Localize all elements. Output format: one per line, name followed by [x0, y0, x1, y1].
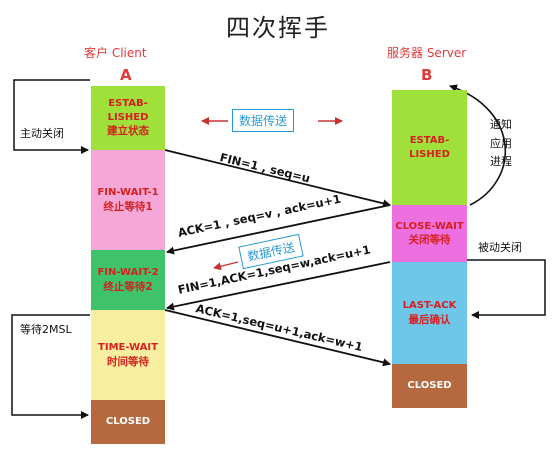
server-state-established: ESTAB- LISHED — [392, 90, 467, 205]
msg-arrow-fin1 — [164, 149, 391, 208]
server-state-closed: CLOSED — [392, 364, 467, 408]
notify-app-note: 通知 应用 进程 — [490, 118, 512, 169]
client-letter: A — [120, 66, 132, 84]
client-state-fin-wait-2: FIN-WAIT-2 终止等待2 — [91, 250, 165, 310]
msg-arrow-ack1 — [166, 204, 391, 255]
client-label: 客户 Client — [84, 46, 147, 60]
data-transfer-box-top: 数据传送 — [232, 109, 295, 132]
passive-close-note: 被动关闭 — [478, 241, 522, 254]
client-state-fin-wait-1: FIN-WAIT-1 终止等待1 — [91, 150, 165, 250]
wait-2msl-note: 等待2MSL — [20, 323, 72, 336]
active-close-loop — [13, 79, 90, 154]
diagram-title: 四次挥手 — [226, 14, 330, 42]
msg-arrow-fin2 — [166, 261, 391, 311]
passive-close-loop — [467, 259, 546, 319]
server-label: 服务器 Server — [387, 46, 467, 60]
wait-2msl-loop — [11, 314, 90, 419]
server-state-close-wait: CLOSE-WAIT 关闭等待 — [392, 205, 467, 262]
server-state-last-ack: LAST-ACK 最后确认 — [392, 262, 467, 364]
server-letter: B — [421, 66, 433, 84]
notify-app-curve — [449, 84, 507, 206]
client-state-established: ESTAB- LISHED 建立状态 — [91, 86, 165, 150]
data-arrow-left-mid — [213, 261, 239, 271]
client-state-closed: CLOSED — [91, 400, 165, 444]
msg-arrow-ack2 — [164, 309, 391, 367]
active-close-note: 主动关闭 — [20, 127, 64, 140]
client-state-time-wait: TIME-WAIT 时间等待 — [91, 310, 165, 400]
